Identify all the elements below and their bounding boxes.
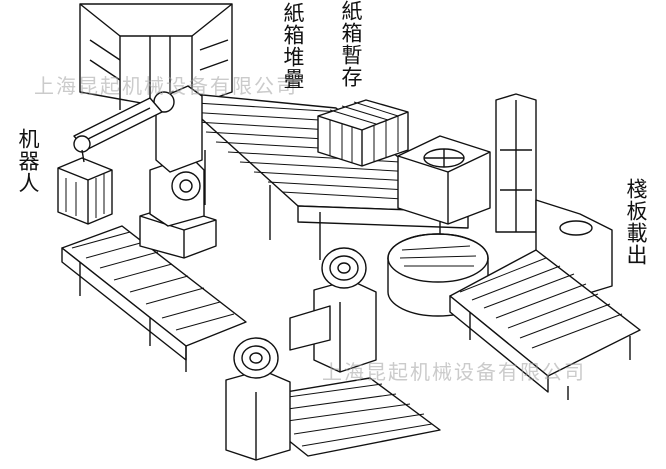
strapping-machine-mid <box>313 247 377 373</box>
watermark-top: 上海昆起机械设备有限公司 <box>34 74 298 98</box>
robot-arm <box>73 85 205 227</box>
output-conveyor <box>449 249 641 400</box>
left-conveyor <box>61 225 247 372</box>
watermark-bottom: 上海昆起机械设备有限公司 <box>322 360 586 384</box>
pallet-dispenser <box>397 135 491 225</box>
label-carton-storage: 紙箱暫存 <box>339 0 363 88</box>
label-pallet-output: 棧板載出 <box>624 178 648 266</box>
label-carton-stacking: 紙箱堆疊 <box>281 2 305 90</box>
strapping-machine-lower <box>225 305 331 461</box>
carton-storage-stack <box>317 99 409 167</box>
robot-gripper <box>57 149 113 225</box>
label-robot: 机器人 <box>16 128 40 194</box>
